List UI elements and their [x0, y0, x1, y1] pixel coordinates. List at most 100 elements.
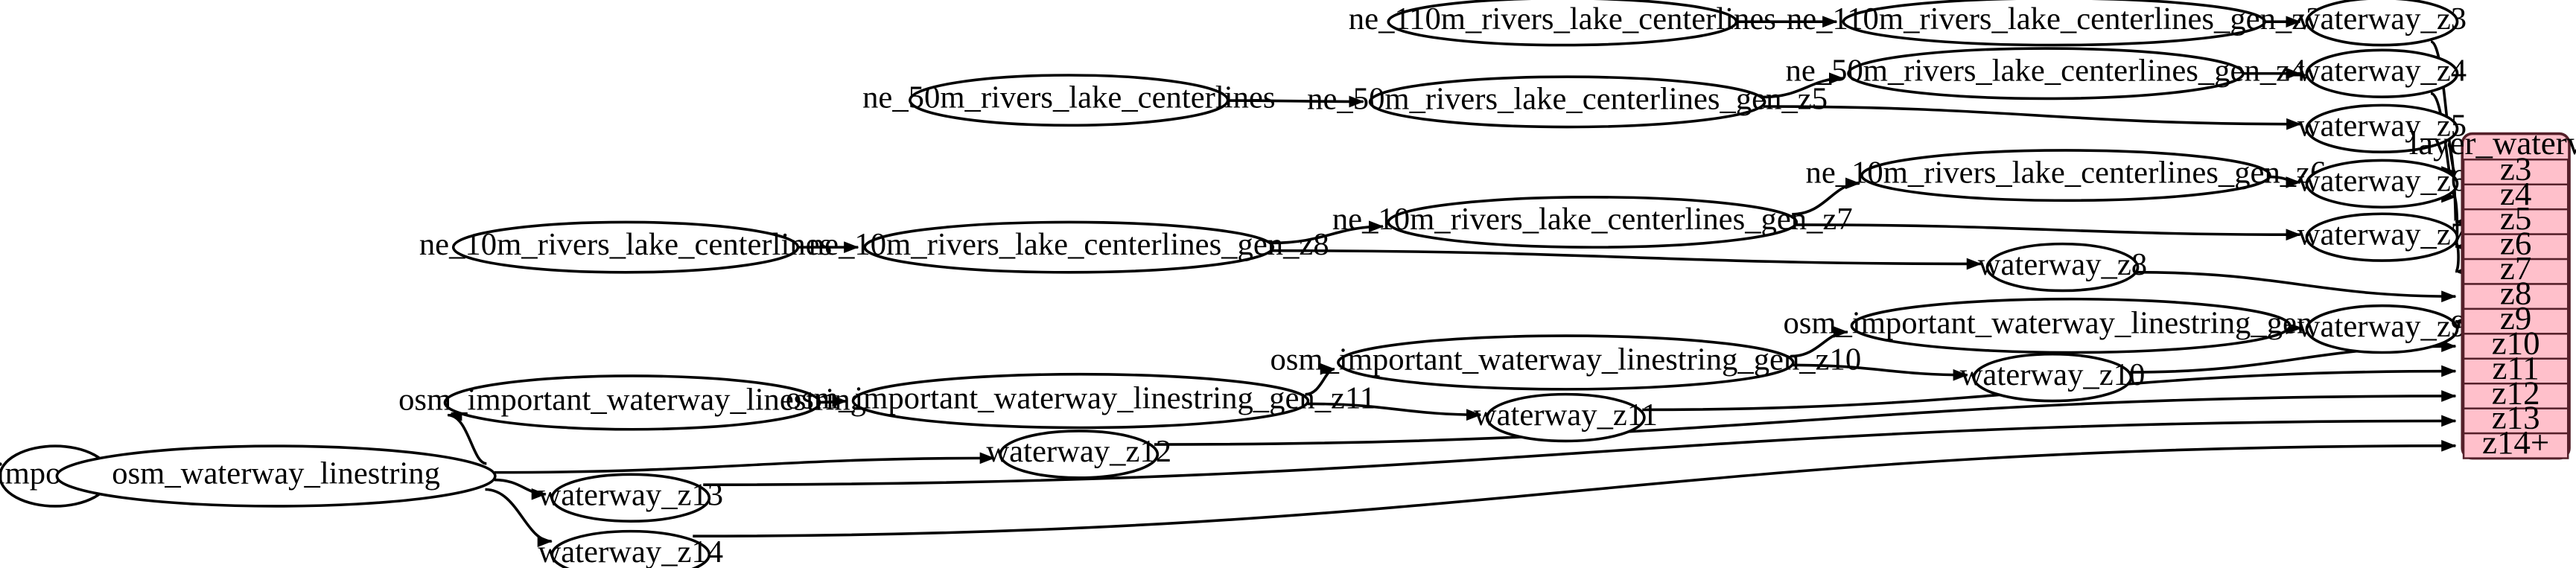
- node-shape-osm_important_waterway_linestring: [443, 374, 821, 431]
- node-waterway_z8[interactable]: waterway_z8: [1978, 242, 2147, 293]
- node-shape-ne_10m_rivers_lake_centerlines_gen_z7: [1387, 196, 1799, 249]
- layer-table-row-z8[interactable]: [2462, 283, 2569, 310]
- node-label-waterway_z12: waterway_z12: [986, 434, 1171, 469]
- node-waterway_z4[interactable]: waterway_z4: [2297, 48, 2467, 98]
- edge-ne_10m_rivers_lake_centerlines_gen_z8-to-waterway_z8: [1272, 249, 1982, 270]
- edge-osm_important_waterway_linestring_gen_z10-to-osm_important_waterway_linestring_gen_z9: [1790, 326, 1849, 358]
- layer-table-row-label-z9: z9: [2500, 299, 2531, 336]
- node-shape-osm_important_waterway_linestring_gen_z11: [851, 372, 1310, 430]
- layer-table-row-label-z13: z13: [2492, 399, 2540, 436]
- node-osm_important_waterway_linestring[interactable]: osm_important_waterway_linestring: [398, 374, 866, 431]
- node-osm_waterway_linestring[interactable]: osm_waterway_linestring: [55, 444, 497, 508]
- layer-table-row-label-z6: z6: [2500, 225, 2531, 262]
- edge-waterway_z14-to-layer_z14plus: [693, 439, 2457, 537]
- node-ne_50m_rivers_lake_centerlines_gen_z4[interactable]: ne_50m_rivers_lake_centerlines_gen_z4: [1786, 47, 2306, 100]
- node-ne_10m_rivers_lake_centerlines[interactable]: ne_10m_rivers_lake_centerlines: [419, 220, 832, 274]
- node-shape-waterway_z9: [2305, 304, 2459, 354]
- node-ne_110m_rivers_lake_centerlines_gen_z3[interactable]: ne_110m_rivers_lake_centerlines_gen_z3: [1787, 0, 2322, 47]
- layer-table-row-z13[interactable]: [2462, 407, 2569, 435]
- node-shape-waterway_z12: [999, 430, 1160, 479]
- node-shape-ne_50m_rivers_lake_centerlines_gen_z5: [1368, 75, 1766, 129]
- node-shape-osm_important_waterway_linestring_gen_z9: [1850, 297, 2292, 354]
- edge-osm_waterway_linestring-to-waterway_z14: [485, 488, 553, 547]
- node-label-osm_important_waterway_linestring_gen_z9: osm_important_waterway_linestring_gen_z9: [1783, 305, 2358, 340]
- node-waterway_z13[interactable]: waterway_z13: [538, 473, 723, 523]
- edge-waterway_z8-to-layer_z8: [2137, 270, 2457, 303]
- node-label-waterway_z10: waterway_z10: [1960, 357, 2146, 392]
- layer-table-row-label-z11: z11: [2493, 349, 2540, 386]
- edge-osm_important_waterway_linestring_gen_z9-to-waterway_z9: [2286, 322, 2301, 335]
- node-label-waterway_z14: waterway_z14: [538, 535, 723, 568]
- node-waterway_z9[interactable]: waterway_z9: [2297, 304, 2467, 354]
- node-shape-waterway_z10: [1972, 352, 2133, 403]
- node-waterway_z14[interactable]: waterway_z14: [538, 529, 723, 568]
- layer-table-row-label-z7: z7: [2500, 249, 2531, 287]
- node-shape-ne_10m_rivers_lake_centerlines_gen_z6: [1860, 149, 2271, 202]
- edge-ne_10m_rivers_lake_centerlines_gen_z6-to-waterway_z6: [2269, 175, 2301, 188]
- edge-osm_important_waterway_linestring_gen_z11-to-waterway_z11: [1307, 402, 1482, 421]
- node-shape-waterway_z13: [550, 473, 711, 523]
- node-waterway_z10[interactable]: waterway_z10: [1960, 352, 2146, 403]
- node-shape-waterway_z6: [2305, 159, 2459, 209]
- layer-table-row-label-z3: z3: [2500, 150, 2531, 187]
- node-label-ne_10m_rivers_lake_centerlines: ne_10m_rivers_lake_centerlines: [419, 227, 832, 262]
- node-shape-waterway_z4: [2305, 48, 2459, 98]
- layer-table-row-label-z10: z10: [2492, 324, 2540, 361]
- layer-table-row-label-z5: z5: [2500, 200, 2531, 237]
- layer-table-row-z3[interactable]: [2462, 159, 2569, 185]
- layer-table-row-label-z12: z12: [2492, 374, 2540, 411]
- node-label-ne_10m_rivers_lake_centerlines_gen_z8: ne_10m_rivers_lake_centerlines_gen_z8: [809, 227, 1329, 262]
- node-waterway_z11[interactable]: waterway_z11: [1474, 392, 1658, 443]
- node-label-osm_waterway_linestring: osm_waterway_linestring: [112, 456, 440, 491]
- node-ne_10m_rivers_lake_centerlines_gen_z7[interactable]: ne_10m_rivers_lake_centerlines_gen_z7: [1332, 196, 1853, 249]
- node-waterway_z6[interactable]: waterway_z6: [2297, 159, 2467, 209]
- node-label-waterway_z13: waterway_z13: [538, 478, 723, 513]
- node-osm_important_waterway_linestring_gen_z9[interactable]: osm_important_waterway_linestring_gen_z9: [1783, 297, 2359, 354]
- edge-osm_waterway_linestring-to-waterway_z13: [494, 478, 547, 500]
- edge-osm_important_waterway_linestring_gen_z11-to-osm_important_waterway_linestring_gen_z10: [1305, 363, 1335, 396]
- edge-ne_10m_rivers_lake_centerlines_gen_z7-to-waterway_z7: [1796, 223, 2301, 241]
- node-osm_important_waterway_linestring_gen_z11[interactable]: osm_important_waterway_linestring_gen_z1…: [786, 372, 1376, 430]
- node-osm_important_waterway_linestring_gen_z10[interactable]: osm_important_waterway_linestring_gen_z1…: [1270, 334, 1861, 391]
- layer-table-header: layer_waterway: [2409, 124, 2576, 162]
- node-label-waterway_z5: waterway_z5: [2297, 109, 2467, 144]
- node-waterway_z7[interactable]: waterway_z7: [2297, 212, 2467, 262]
- node-label-waterway_z4: waterway_z4: [2297, 54, 2467, 89]
- node-waterway_z5[interactable]: waterway_z5: [2297, 103, 2467, 154]
- node-label-ne_50m_rivers_lake_centerlines_gen_z5: ne_50m_rivers_lake_centerlines_gen_z5: [1307, 82, 1828, 117]
- layer-table-row-z4[interactable]: [2462, 183, 2569, 211]
- node-label-osm_important_waterway_linestring: osm_important_waterway_linestring: [398, 383, 866, 418]
- layer-table-row-z7[interactable]: [2462, 258, 2569, 285]
- node-shape-osm_waterway_linestring: [55, 444, 497, 508]
- node-label-ne_10m_rivers_lake_centerlines_gen_z6: ne_10m_rivers_lake_centerlines_gen_z6: [1805, 155, 2326, 190]
- node-ne_50m_rivers_lake_centerlines[interactable]: ne_50m_rivers_lake_centerlines: [862, 74, 1275, 127]
- layer-table-row-label-z8: z8: [2500, 275, 2531, 312]
- nodes-layer: imposm3osm_waterway_linestringosm_import…: [0, 0, 2467, 568]
- edge-waterway_z12-to-layer_z12: [1154, 390, 2457, 446]
- node-label-waterway_z3: waterway_z3: [2297, 1, 2467, 36]
- node-waterway_z3[interactable]: waterway_z3: [2297, 0, 2467, 47]
- node-label-ne_50m_rivers_lake_centerlines: ne_50m_rivers_lake_centerlines: [862, 80, 1275, 115]
- layer-waterway-table: layer_waterwayz3z4z5z6z7z8z9z10z11z12z13…: [2409, 124, 2576, 461]
- node-label-waterway_z11: waterway_z11: [1474, 398, 1658, 433]
- edge-osm_waterway_linestring-to-osm_important_waterway_linestring: [447, 409, 487, 465]
- node-ne_10m_rivers_lake_centerlines_gen_z8[interactable]: ne_10m_rivers_lake_centerlines_gen_z8: [809, 220, 1329, 274]
- node-shape-ne_110m_rivers_lake_centerlines: [1387, 0, 1738, 47]
- layer-table-row-z5[interactable]: [2462, 208, 2569, 235]
- node-ne_50m_rivers_lake_centerlines_gen_z5[interactable]: ne_50m_rivers_lake_centerlines_gen_z5: [1307, 75, 1828, 129]
- node-shape-waterway_z8: [1985, 242, 2140, 293]
- node-ne_10m_rivers_lake_centerlines_gen_z6[interactable]: ne_10m_rivers_lake_centerlines_gen_z6: [1805, 149, 2326, 202]
- node-ne_110m_rivers_lake_centerlines[interactable]: ne_110m_rivers_lake_centerlines: [1349, 0, 1776, 47]
- edge-ne_10m_rivers_lake_centerlines_gen_z8-to-ne_10m_rivers_lake_centerlines_gen_z7: [1271, 220, 1384, 245]
- node-label-waterway_z9: waterway_z9: [2297, 309, 2467, 344]
- node-label-ne_110m_rivers_lake_centerlines_gen_z3: ne_110m_rivers_lake_centerlines_gen_z3: [1787, 1, 2322, 36]
- edge-waterway_z13-to-layer_z13: [703, 415, 2457, 486]
- node-label-waterway_z6: waterway_z6: [2297, 164, 2467, 199]
- layer-table-row-label-z4: z4: [2500, 175, 2531, 212]
- edge-ne_10m_rivers_lake_centerlines_gen_z7-to-ne_10m_rivers_lake_centerlines_gen_z6: [1792, 177, 1861, 216]
- layer-table-row-z14plus[interactable]: [2462, 432, 2569, 459]
- node-waterway_z12[interactable]: waterway_z12: [986, 430, 1171, 479]
- node-shape-waterway_z3: [2305, 0, 2459, 47]
- layer-table-row-z11[interactable]: [2462, 357, 2569, 385]
